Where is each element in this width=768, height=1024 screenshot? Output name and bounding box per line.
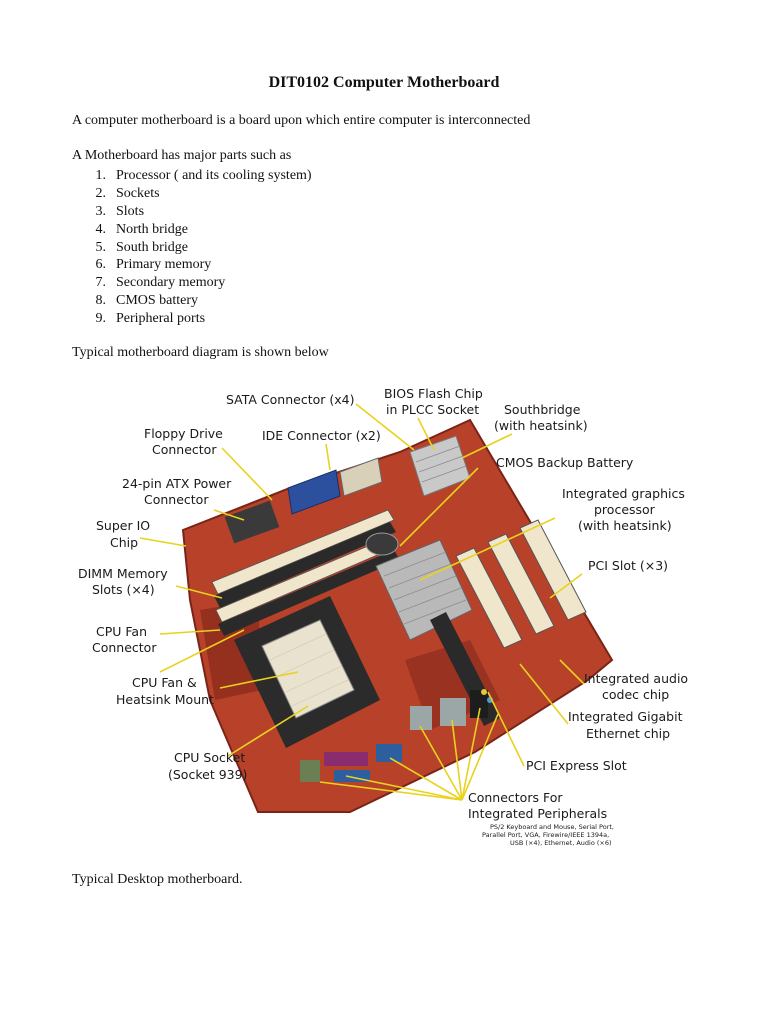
ide-connectors [287, 457, 383, 515]
label-pcie-slot: PCI Express Slot [526, 758, 627, 773]
heatsink-fins [383, 551, 467, 625]
label-igp-line2: processor [594, 502, 656, 517]
diagram-caption: Typical motherboard diagram is shown bel… [72, 345, 329, 360]
list-number: 7. [95, 275, 107, 291]
label-socket-line1: CPU Socket [174, 750, 245, 765]
label-heatsink-line2: Heatsink Mount [116, 692, 214, 707]
list-text: Primary memory [116, 257, 212, 273]
label-cpu-fan-line2: Connector [92, 640, 157, 655]
label-gbe-line1: Integrated Gigabit [568, 709, 683, 724]
label-bios-chip-line1: BIOS Flash Chip [384, 386, 483, 401]
label-ide-connector: IDE Connector (x2) [262, 428, 381, 443]
label-audio-line1: Integrated audio [584, 671, 688, 686]
list-number: 5. [95, 239, 107, 255]
label-southbridge-line2: (with heatsink) [494, 418, 588, 433]
connectors-note-line2: Parallel Port, VGA, Firewire/IEEE 1394a, [482, 831, 609, 839]
label-atx-line2: Connector [144, 492, 209, 507]
label-dimm-line1: DIMM Memory [78, 566, 168, 581]
motherboard-diagram: SATA Connector (x4) BIOS Flash Chip in P… [78, 386, 688, 847]
list-number: 6. [95, 257, 107, 273]
label-superio-line1: Super IO [96, 518, 150, 533]
list-text: Peripheral ports [116, 311, 206, 327]
label-bios-chip-line2: in PLCC Socket [386, 402, 479, 417]
list-number: 8. [95, 293, 107, 309]
label-cmos-battery: CMOS Backup Battery [496, 455, 634, 470]
list-number: 3. [95, 203, 107, 219]
label-southbridge-line1: Southbridge [504, 402, 581, 417]
label-floppy-line1: Floppy Drive [144, 426, 223, 441]
dimm-slots [211, 509, 400, 636]
desktop-caption: Typical Desktop motherboard. [72, 872, 243, 887]
label-atx-line1: 24-pin ATX Power [122, 476, 232, 491]
label-cpu-fan-line1: CPU Fan [96, 624, 147, 639]
leader-lines [139, 403, 585, 801]
label-superio-line2: Chip [110, 535, 138, 550]
label-audio-line2: codec chip [602, 687, 669, 702]
label-gbe-line2: Ethernet chip [586, 726, 670, 741]
list-text: Slots [116, 203, 145, 219]
connectors-note-line1: PS/2 Keyboard and Mouse, Serial Port, [490, 823, 614, 831]
pci-slots [455, 519, 587, 649]
heatsink-fins [415, 445, 467, 483]
list-text: North bridge [116, 221, 188, 237]
atx-connector [224, 500, 280, 544]
label-heatsink-line1: CPU Fan & [132, 675, 197, 690]
list-number: 1. [95, 168, 107, 183]
label-igp-line3: (with heatsink) [578, 518, 672, 533]
parts-lead: A Motherboard has major parts such as [72, 148, 292, 163]
list-number: 9. [95, 311, 107, 327]
intro-paragraph: A computer motherboard is a board upon w… [72, 113, 531, 128]
label-dimm-line2: Slots (×4) [92, 582, 155, 597]
label-sata-connector: SATA Connector (x4) [226, 392, 355, 407]
cmos-battery [365, 532, 399, 556]
label-pci-slots: PCI Slot (×3) [588, 558, 668, 573]
label-connectors-line2: Integrated Peripherals [468, 806, 607, 821]
list-number: 2. [95, 185, 107, 201]
list-text: Secondary memory [116, 275, 226, 291]
connectors-note-line3: USB (×4), Ethernet, Audio (×6) [510, 839, 612, 847]
list-text: CMOS battery [116, 293, 199, 309]
socket-grid [269, 633, 349, 707]
cpu-socket [261, 619, 355, 719]
list-text: South bridge [116, 239, 188, 255]
list-number: 4. [95, 221, 107, 237]
rear-io-ports [300, 689, 493, 782]
list-text: Processor ( and its cooling system) [116, 168, 312, 183]
label-socket-line2: (Socket 939) [168, 767, 247, 782]
label-connectors-line1: Connectors For [468, 790, 563, 805]
document-title: DIT0102 Computer Motherboard [268, 74, 500, 91]
label-igp-line1: Integrated graphics [562, 486, 685, 501]
list-text: Sockets [116, 185, 160, 201]
label-floppy-line2: Connector [152, 442, 217, 457]
